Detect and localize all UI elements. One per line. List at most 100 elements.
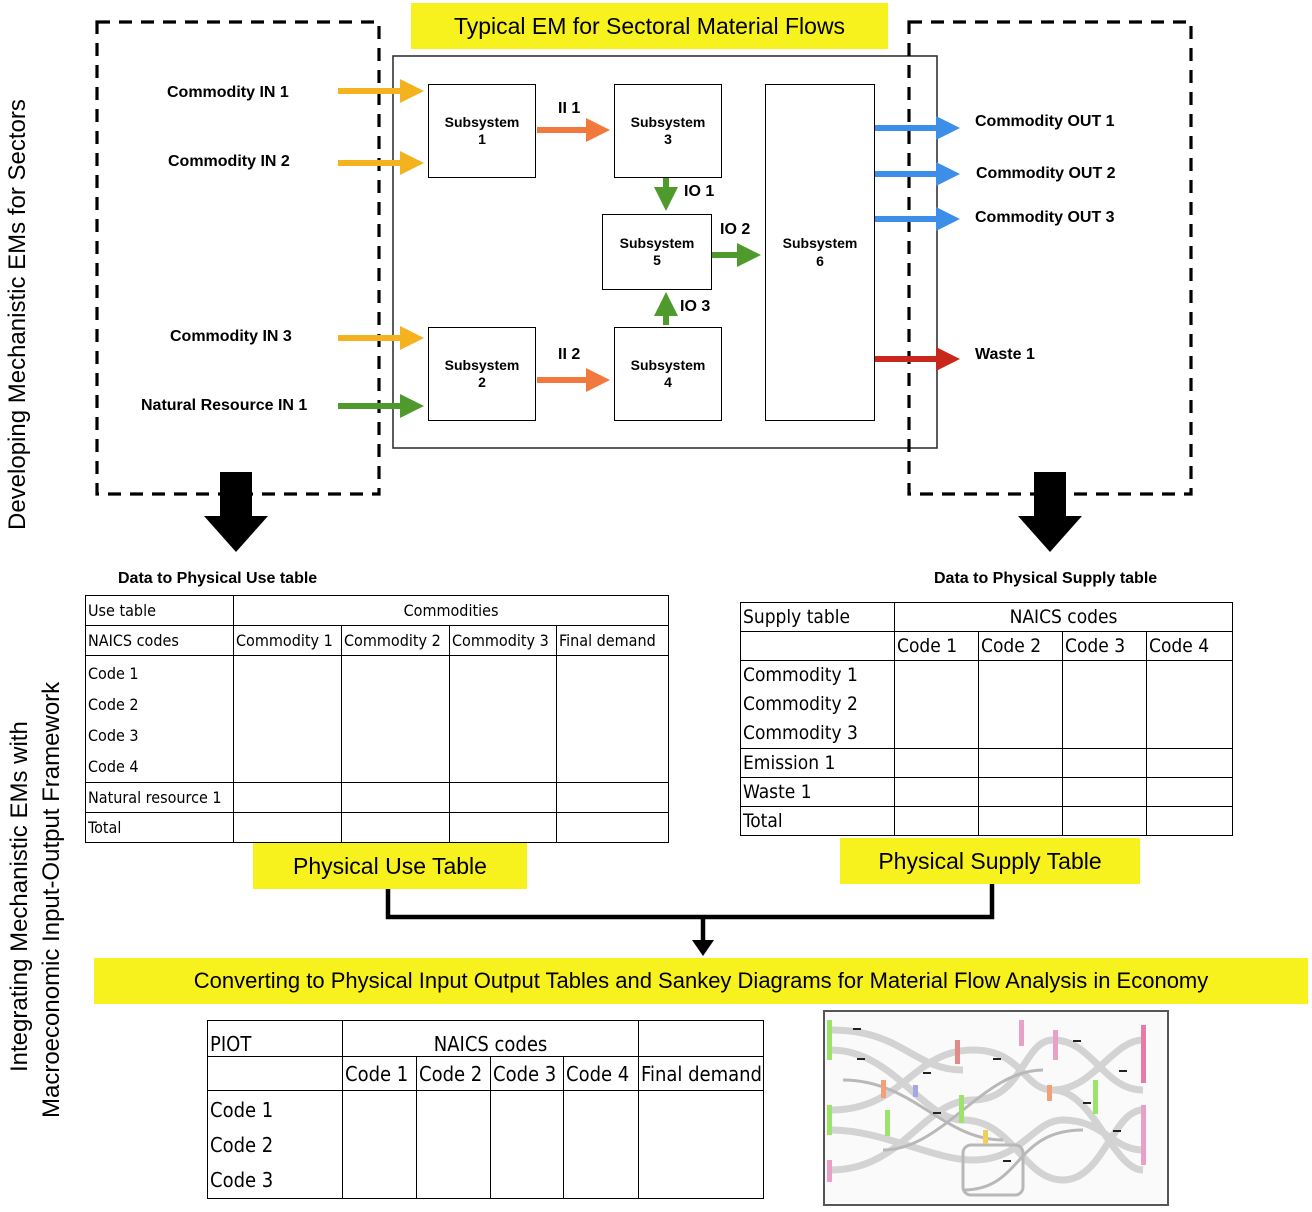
- subsystem-label: Subsystem: [619, 234, 695, 251]
- table-cell: [490, 1090, 564, 1199]
- subsystem-number: 5: [653, 252, 661, 268]
- flow-label-ii1: II 1: [558, 100, 581, 117]
- use-col-header: Commodity 1: [233, 625, 342, 656]
- table-cell: [449, 782, 557, 813]
- table-cell: [978, 748, 1063, 778]
- sankey-diagram-thumbnail: [823, 1010, 1169, 1206]
- dashed-output-region: [907, 20, 1193, 496]
- table-cell: [449, 812, 557, 843]
- subsystem-label: Subsystem: [444, 356, 520, 373]
- label-commodity-out-2: Commodity OUT 2: [976, 165, 1116, 182]
- table-cell: [233, 782, 342, 813]
- use-table-caption: Data to Physical Use table: [118, 570, 318, 587]
- physical-supply-table: Supply table NAICS codes Code 1 Code 2 C…: [740, 602, 1233, 836]
- subsystem-number: 2: [478, 374, 486, 390]
- supply-row-label: Commodity 1: [743, 664, 858, 686]
- supply-table-corner: Supply table: [740, 602, 895, 632]
- supply-row-commodities: Commodity 1 Commodity 2 Commodity 3: [740, 660, 895, 749]
- table-cell: [1146, 748, 1233, 778]
- dashed-input-region: [95, 20, 381, 496]
- side-label-developing: Developing Mechanistic EMs for Sectors: [4, 99, 31, 530]
- table-cell: [978, 660, 1063, 749]
- use-row-total: Total: [85, 812, 234, 843]
- table-cell: [894, 777, 979, 807]
- table-cell: [233, 812, 342, 843]
- piot-col-header: Code 1: [342, 1056, 417, 1091]
- supply-row-total: Total: [740, 806, 895, 836]
- supply-row-label: Commodity 2: [743, 693, 858, 715]
- table-cell: [638, 1020, 765, 1057]
- table-cell: [894, 660, 979, 749]
- label-commodity-in-2: Commodity IN 2: [168, 153, 290, 170]
- subsystem-label: Subsystem: [782, 235, 858, 251]
- flow-label-io3: IO 3: [680, 298, 711, 315]
- piot-col-header: Final demand: [638, 1056, 765, 1091]
- supply-row-emission: Emission 1: [740, 748, 895, 778]
- use-row-label: Code 2: [88, 695, 139, 714]
- use-col-header: Final demand: [555, 625, 670, 656]
- table-cell: [233, 655, 342, 783]
- piot-row-label: Code 2: [210, 1133, 274, 1157]
- label-commodity-out-3: Commodity OUT 3: [975, 209, 1115, 226]
- merge-connector: [385, 884, 995, 920]
- table-cell: [341, 655, 450, 783]
- table-cell: [341, 782, 450, 813]
- table-cell: [1146, 660, 1233, 749]
- subsystem-number: 4: [664, 374, 672, 390]
- table-cell: [449, 655, 557, 783]
- use-row-label: Code 1: [88, 664, 139, 683]
- use-table-naics-header: NAICS codes: [85, 625, 234, 656]
- piot-col-header: Code 3: [490, 1056, 564, 1091]
- table-cell: [894, 806, 979, 836]
- supply-row-waste: Waste 1: [740, 777, 895, 807]
- em-title: Typical EM for Sectoral Material Flows: [411, 3, 888, 49]
- em-frame: [392, 55, 938, 449]
- piot-table: PIOT NAICS codes Code 1 Code 2 Code 3 Co…: [207, 1020, 765, 1199]
- table-cell: [1146, 777, 1233, 807]
- physical-use-table: Use table Commodities NAICS codes Commod…: [85, 595, 670, 843]
- table-cell: [1062, 806, 1147, 836]
- subsystem-number: 1: [478, 131, 486, 147]
- supply-col-header: Code 4: [1146, 631, 1233, 661]
- label-commodity-out-1: Commodity OUT 1: [975, 113, 1115, 130]
- use-row-natural-resource: Natural resource 1: [85, 782, 234, 813]
- table-cell: [555, 812, 670, 843]
- piot-row-label: Code 3: [210, 1168, 274, 1192]
- table-cell: [740, 631, 895, 661]
- table-cell: [1062, 777, 1147, 807]
- use-col-header: Commodity 2: [341, 625, 450, 656]
- table-cell: [341, 812, 450, 843]
- use-table-corner: Use table: [85, 595, 234, 626]
- table-cell: [1146, 806, 1233, 836]
- flow-label-io2: IO 2: [720, 221, 751, 238]
- label-commodity-in-3: Commodity IN 3: [170, 328, 292, 345]
- table-cell: [555, 655, 670, 783]
- table-cell: [894, 748, 979, 778]
- table-cell: [978, 806, 1063, 836]
- supply-row-label: Commodity 3: [743, 722, 858, 744]
- subsystem-number: 6: [816, 252, 824, 269]
- table-cell: [562, 1090, 640, 1199]
- flow-label-ii2: II 2: [558, 346, 581, 363]
- side-label-integrating-2: Macroeconomic Input-Output Framework: [38, 681, 65, 1118]
- use-row-codes: Code 1 Code 2 Code 3 Code 4: [85, 655, 234, 783]
- table-cell: [342, 1090, 417, 1199]
- converting-label: Converting to Physical Input Output Tabl…: [94, 958, 1308, 1004]
- use-col-header: Commodity 3: [449, 625, 557, 656]
- use-row-label: Code 4: [88, 757, 139, 776]
- arrow-head-icon: [692, 940, 714, 956]
- table-cell: [416, 1090, 491, 1199]
- piot-row-codes: Code 1 Code 2 Code 3: [207, 1090, 343, 1199]
- use-table-group-header: Commodities: [232, 595, 670, 626]
- supply-col-header: Code 1: [894, 631, 979, 661]
- side-label-integrating-1: Integrating Mechanistic EMs with: [6, 721, 33, 1072]
- piot-group-header: NAICS codes: [341, 1020, 640, 1057]
- black-down-arrow-icon: [1018, 472, 1082, 552]
- table-cell: [1062, 660, 1147, 749]
- table-cell: [1062, 748, 1147, 778]
